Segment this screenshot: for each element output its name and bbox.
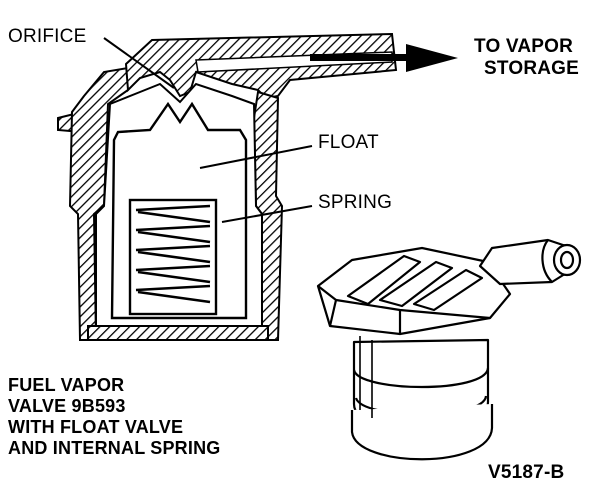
vapor-label-line1: TO VAPOR (474, 36, 574, 57)
float-label: FLOAT (318, 132, 379, 153)
vapor-destination-label: TO VAPOR STORAGE (474, 36, 579, 80)
figure-code: V5187-B (488, 462, 565, 483)
flange-rib-1 (346, 254, 422, 306)
vapor-label-line2: STORAGE (484, 58, 580, 79)
caption-line1: FUEL VAPOR (8, 375, 125, 395)
figure-caption: FUEL VAPOR VALVE 9B593 WITH FLOAT VALVE … (8, 375, 220, 459)
float-leader (199, 145, 313, 169)
leader-lines (103, 37, 313, 223)
flange-rib-3 (412, 268, 484, 312)
bottom-plate (87, 325, 269, 341)
flange-rib-2 (378, 260, 454, 308)
orifice-leader (103, 37, 175, 89)
valve-cross-section (57, 32, 398, 341)
spring-coils (135, 204, 211, 304)
valve-perspective-view (316, 238, 582, 461)
flow-arrow (310, 44, 458, 72)
caption-line4: AND INTERNAL SPRING (8, 438, 221, 458)
canister-base-ring (350, 404, 494, 461)
spring-leader (221, 205, 313, 223)
spring-label: SPRING (318, 192, 393, 213)
caption-line3: WITH FLOAT VALVE (8, 417, 184, 437)
orifice-label: ORIFICE (8, 26, 87, 47)
caption-line2: VALVE 9B593 (8, 396, 126, 416)
